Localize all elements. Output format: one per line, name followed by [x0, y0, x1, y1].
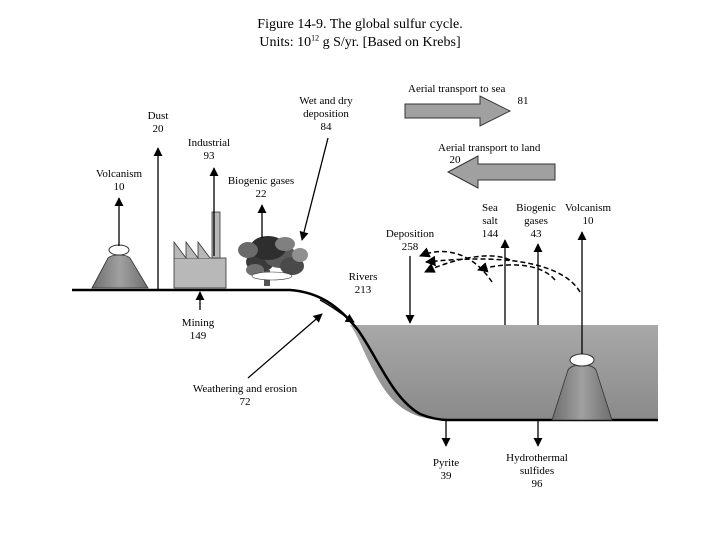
hydrothermal-sulfides-label: Hydrothermal sulfides 96	[506, 452, 568, 490]
volcano-land-icon	[91, 244, 149, 289]
biogenic-gases-label: Biogenic gases 22	[227, 175, 295, 200]
deposition-label: Deposition 258	[385, 228, 435, 253]
sea-to-land-dashed-arrow-1	[419, 247, 493, 283]
ocean	[350, 325, 658, 420]
sea-to-land-dashed-arrow-2	[424, 255, 511, 273]
factory-icon	[173, 211, 227, 289]
figure-title: Figure 14-9. The global sulfur cycle. Un…	[200, 16, 520, 52]
sea-to-land-dashed-arrow-4	[476, 262, 556, 281]
title-line-2: Units: 1012 g S/yr. [Based on Krebs]	[259, 33, 461, 50]
pyrite-label: Pyrite 39	[432, 457, 460, 482]
title-line-1: Figure 14-9. The global sulfur cycle.	[257, 17, 463, 32]
weathering-label: Weathering and erosion 72	[192, 383, 298, 408]
volcano-ocean-icon	[551, 353, 613, 421]
weathering-arrow	[247, 313, 323, 379]
tree-icon	[238, 236, 308, 286]
sea-salt-label: Sea salt 144	[481, 202, 499, 240]
aerial-to-land-label: Aerial transport to land	[438, 142, 541, 154]
aerial-to-land-block-arrow	[446, 155, 556, 189]
mining-label: Mining 149	[181, 317, 215, 342]
volcanism-label: Volcanism 10	[95, 168, 143, 193]
aerial-to-land-value: 20	[449, 154, 461, 166]
aerial-to-sea-block-arrow	[404, 95, 512, 127]
land-surface-line	[72, 288, 658, 422]
rivers-label: Rivers 213	[348, 271, 378, 296]
industrial-label: Industrial 93	[187, 137, 231, 162]
sea-to-land-dashed-arrow-3	[424, 255, 581, 293]
rivers-arrow	[319, 299, 355, 323]
dust-label: Dust 20	[147, 110, 169, 135]
wet-dry-deposition-label: Wet and dry deposition 84	[299, 95, 353, 133]
wet-dry-deposition-arrow	[299, 137, 329, 241]
ocean-volcanism-label: Volcanism 10	[564, 202, 612, 227]
aerial-to-sea-value: 81	[517, 95, 529, 107]
ocean-biogenic-gases-label: Biogenic gases 43	[516, 202, 556, 240]
aerial-to-sea-label: Aerial transport to sea	[408, 83, 506, 95]
